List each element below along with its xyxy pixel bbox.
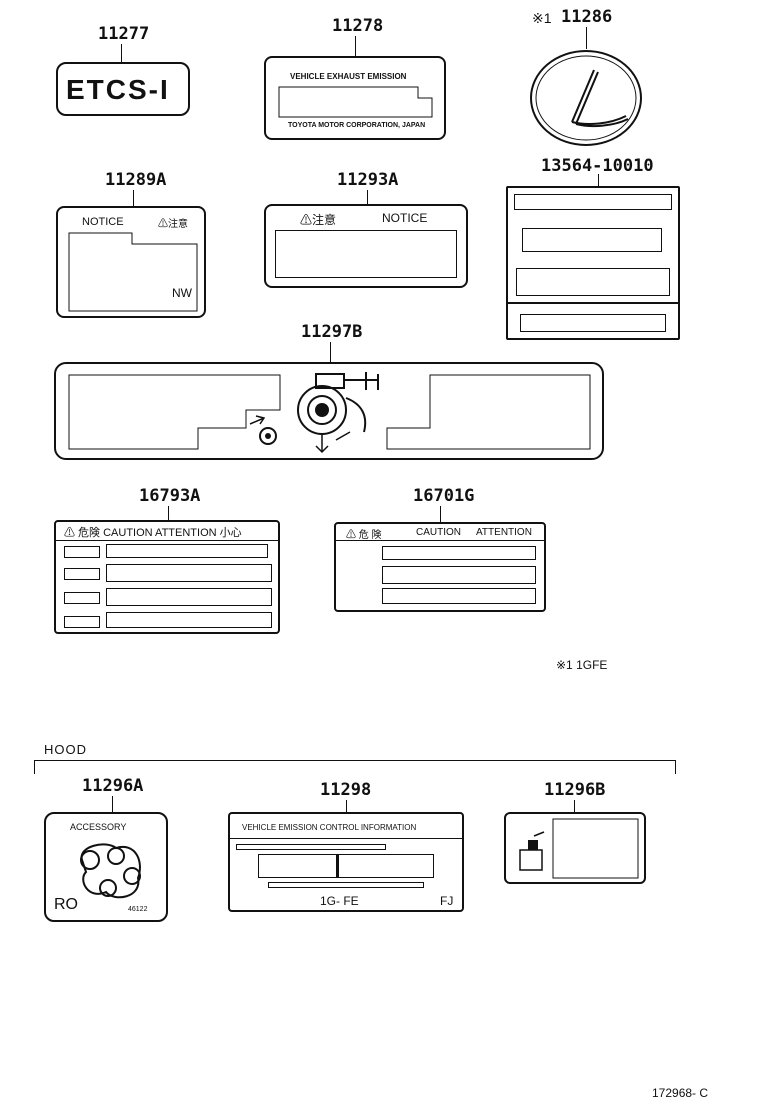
footnote: ※1 1GFE: [556, 658, 608, 672]
caution-b-title-2: ATTENTION: [476, 527, 532, 538]
notice-nw-jp: ⚠注意: [158, 219, 188, 230]
label-13564-field-2: [522, 228, 662, 252]
part-number-11296A: 11296A: [82, 776, 144, 796]
notice-2-inner-box: [275, 230, 457, 278]
label-accessory: ACCESSORY RO 46122: [44, 812, 168, 922]
emission-code: FJ: [440, 894, 454, 908]
leader-line: [355, 36, 356, 56]
label-13564-field-1: [514, 194, 672, 210]
caution-a-row-1-text: [106, 544, 268, 558]
diagram-id: 172968- C: [652, 1086, 709, 1100]
caution-a-row-3-text: [106, 588, 272, 606]
distributor-illustration: [249, 372, 379, 454]
leader-line: [121, 44, 122, 62]
label-13564-10010: [506, 186, 680, 340]
part-number-11289A: 11289A: [105, 170, 167, 190]
caution-b-divider: [336, 540, 544, 541]
lexus-emblem: [530, 50, 642, 146]
emission-field-1: [236, 844, 386, 850]
accessory-title: ACCESSORY: [70, 822, 127, 832]
label-notice-2: ⚠注意 NOTICE: [264, 204, 468, 288]
label-13564-divider: [508, 302, 678, 304]
caution-a-row-3-tag: [64, 592, 100, 604]
accessory-number: 46122: [128, 906, 148, 913]
belt-diagram: [80, 843, 141, 899]
caution-a-row-2-tag: [64, 568, 100, 580]
caution-b-jp: ⚠ 危 険: [346, 530, 382, 541]
part-number-16701G: 16701G: [413, 486, 475, 506]
notice-2-jp: ⚠注意: [300, 213, 337, 227]
part-number-11296B: 11296B: [544, 780, 606, 800]
exhaust-inner-outline: [278, 86, 433, 118]
part-number-16793A: 16793A: [139, 486, 201, 506]
hood-bracket-right: [675, 760, 676, 774]
label-11297B: [54, 362, 604, 460]
label-13564-field-3: [516, 268, 670, 296]
emission-field-2: [258, 854, 434, 878]
etcs-text: ETCS-I: [66, 74, 170, 105]
caution-b-title: CAUTION: [416, 527, 461, 538]
coolant-illustration: [519, 831, 545, 871]
caution-b-row-3: [382, 588, 536, 604]
leader-line: [168, 506, 169, 520]
label-vehicle-exhaust-emission: VEHICLE EXHAUST EMISSION TOYOTA MOTOR CO…: [264, 56, 446, 140]
label-11296B: [504, 812, 646, 884]
leader-line: [586, 27, 587, 49]
leader-line: [440, 506, 441, 522]
part-number-11293A: 11293A: [337, 170, 399, 190]
caution-a-row-4-text: [106, 612, 272, 628]
part-number-13564-10010: 13564-10010: [541, 156, 654, 176]
part-number-11277: 11277: [98, 24, 150, 44]
label-vehicle-emission-control: VEHICLE EMISSION CONTROL INFORMATION 1G-…: [228, 812, 464, 912]
leader-line: [330, 342, 331, 362]
notice-nw-code: NW: [172, 286, 192, 300]
label-13564-field-4: [520, 314, 666, 332]
part-number-11297B: 11297B: [301, 322, 363, 342]
leader-line: [346, 800, 347, 812]
label-11296B-inner-outline: [552, 818, 639, 879]
emission-engine: 1G- FE: [320, 894, 359, 908]
notice-nw-title: NOTICE: [82, 216, 124, 228]
exhaust-title: VEHICLE EXHAUST EMISSION: [290, 72, 407, 81]
leader-line: [367, 190, 368, 204]
caution-a-row-4-tag: [64, 616, 100, 628]
footnote-mark-1: ※1: [532, 10, 552, 26]
leader-line: [598, 174, 599, 186]
leader-line: [574, 800, 575, 812]
notice-nw-inner-outline: [68, 232, 198, 312]
hood-bracket-line: [34, 760, 676, 761]
emission-field-split: [336, 854, 339, 878]
caution-a-divider: [56, 540, 278, 541]
label-notice-nw: NOTICE ⚠注意 NW: [56, 206, 206, 318]
caution-a-row-1-tag: [64, 546, 100, 558]
label-11297B-inner-right: [386, 374, 591, 450]
caution-b-row-1: [382, 546, 536, 560]
leader-line: [133, 190, 134, 206]
emission-field-3: [268, 882, 424, 888]
hood-bracket-left: [34, 760, 35, 774]
caution-b-row-2: [382, 566, 536, 584]
caution-a-title: ⚠ 危険 CAUTION ATTENTION 小心: [64, 527, 242, 539]
section-hood-title: HOOD: [44, 742, 87, 757]
accessory-code: RO: [54, 896, 78, 913]
label-caution-16701G: ⚠ 危 険 CAUTION ATTENTION: [334, 522, 546, 612]
emission-title: VEHICLE EMISSION CONTROL INFORMATION: [242, 823, 417, 832]
part-number-11298: 11298: [320, 780, 372, 800]
part-number-11278: 11278: [332, 16, 384, 36]
label-11297B-inner-left: [68, 374, 281, 450]
label-caution-16793A: ⚠ 危険 CAUTION ATTENTION 小心: [54, 520, 280, 634]
caution-a-row-2-text: [106, 564, 272, 582]
exhaust-footer: TOYOTA MOTOR CORPORATION, JAPAN: [288, 122, 426, 129]
emission-divider: [230, 838, 462, 839]
part-number-11286: 11286: [561, 7, 613, 27]
leader-line: [112, 796, 113, 812]
notice-2-title: NOTICE: [382, 211, 428, 225]
label-etcs: ETCS-I: [56, 62, 190, 116]
